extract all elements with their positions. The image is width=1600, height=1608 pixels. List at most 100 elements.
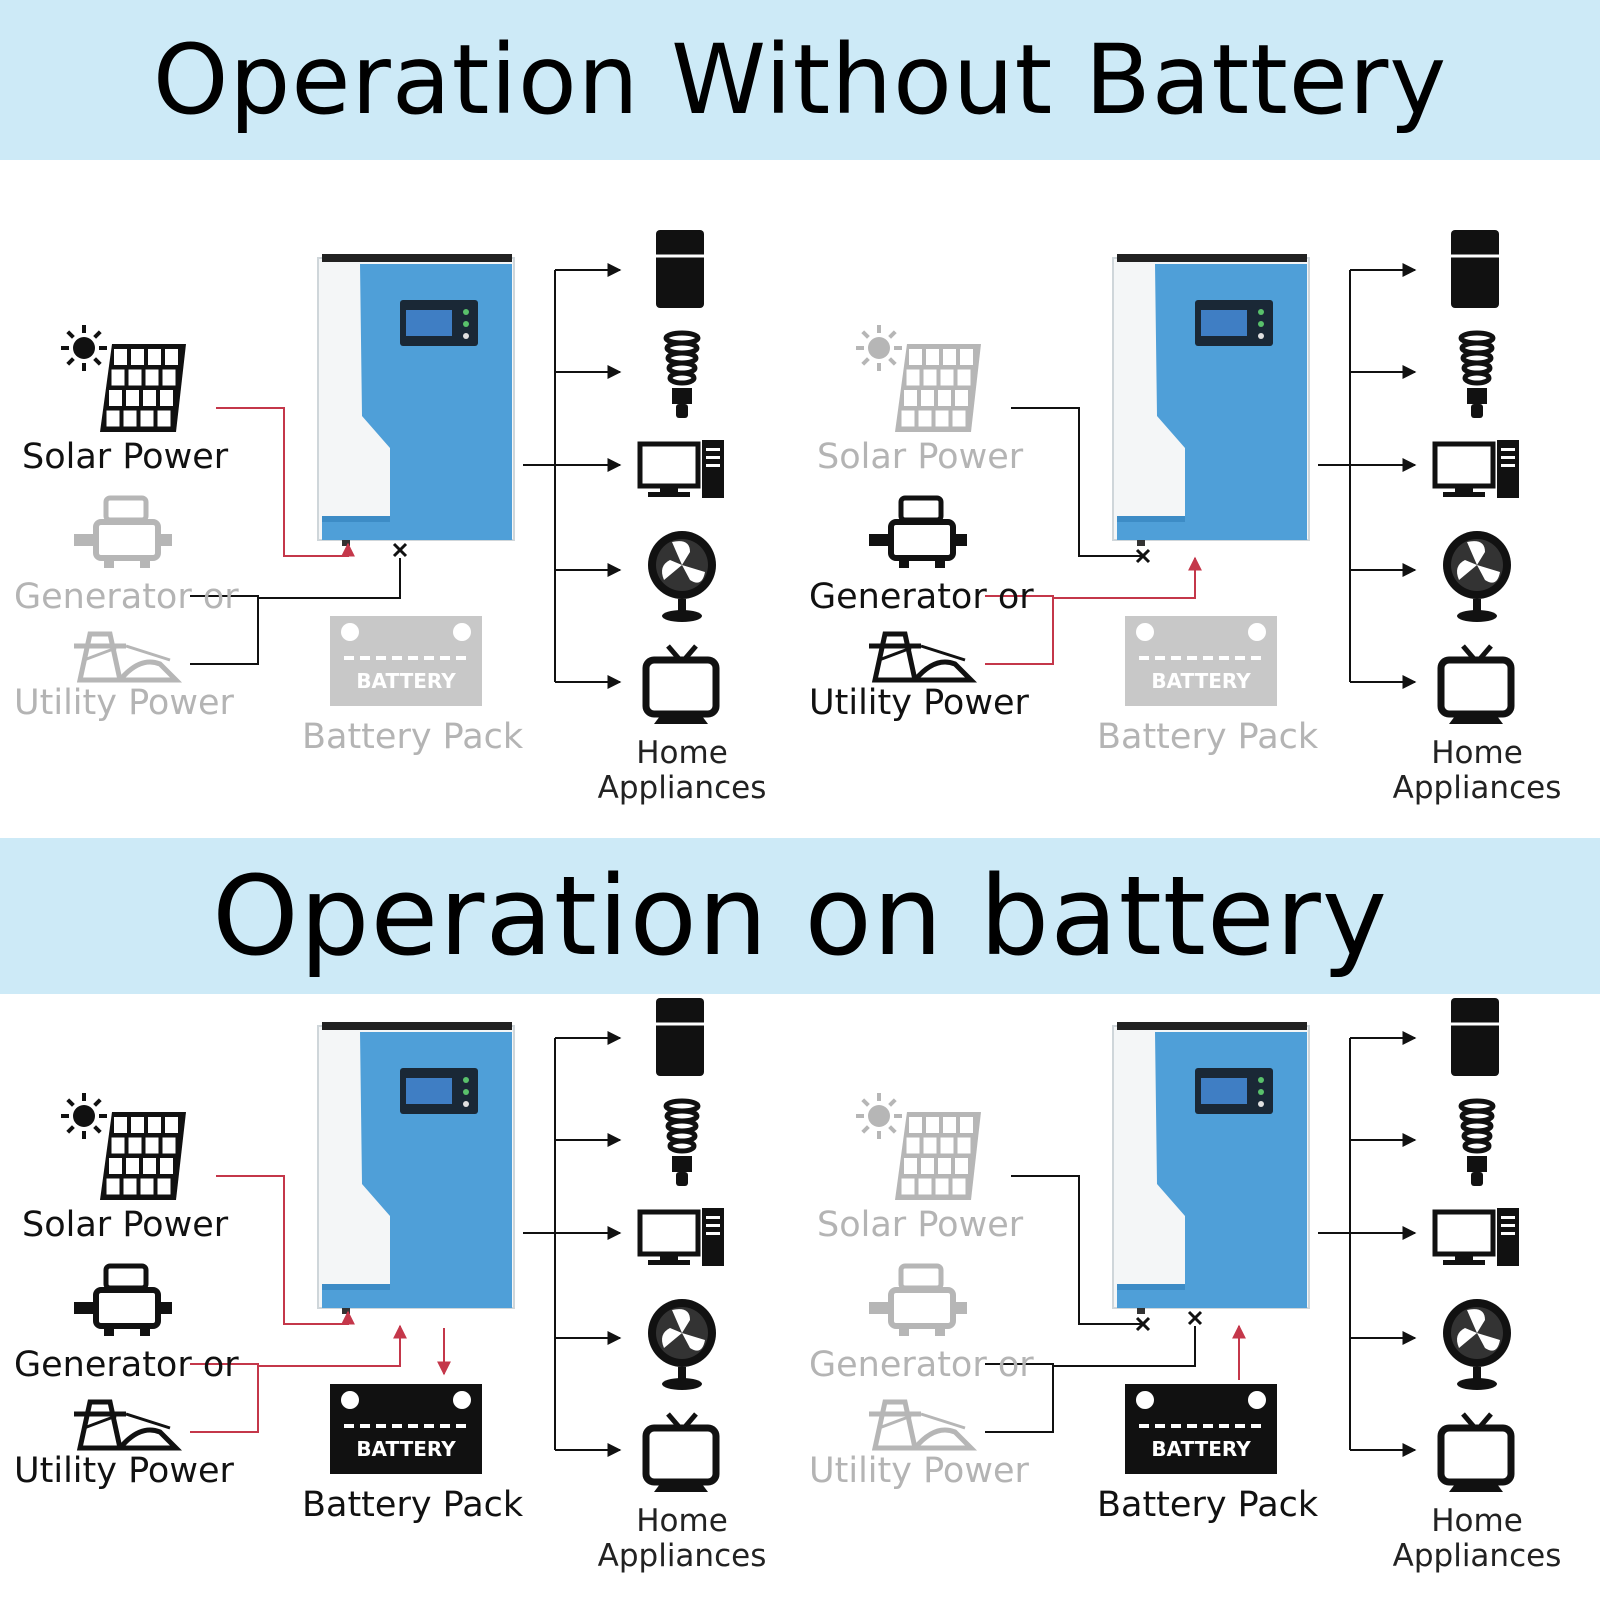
- bulb-icon: [663, 330, 701, 418]
- generator-icon: [74, 495, 172, 568]
- grid-disconnect-mark: [1187, 1310, 1203, 1326]
- generator-label: Generator or: [809, 1345, 1034, 1385]
- fridge-icon: [656, 230, 704, 308]
- inverter-unit: [317, 254, 515, 546]
- computer-icon: [1432, 440, 1519, 498]
- inverter-unit: [1112, 254, 1310, 546]
- fan-icon: [1443, 1299, 1511, 1390]
- grid-disconnect-mark: [392, 542, 408, 558]
- battery-icon: BATTERY: [330, 616, 482, 706]
- tv-icon: [642, 1412, 720, 1492]
- solar-power-label: Solar Power: [22, 437, 229, 477]
- battery-text: BATTERY: [356, 1437, 456, 1461]
- inverter-display: [1195, 300, 1273, 346]
- sun-icon: [856, 325, 902, 371]
- solar-disconnect-mark: [1135, 548, 1151, 564]
- battery-text: BATTERY: [356, 669, 456, 693]
- section-title: Operation on battery: [212, 852, 1388, 980]
- grid-wire: [190, 558, 401, 665]
- utility-power-label: Utility Power: [14, 683, 234, 723]
- sun-icon: [61, 1093, 107, 1139]
- home-line-2: Appliances: [1392, 770, 1562, 806]
- tv-icon: [1437, 644, 1515, 724]
- generator-icon: [74, 1263, 172, 1336]
- inverter-unit: [1112, 1022, 1310, 1314]
- battery-pack-label: Battery Pack: [1097, 1485, 1319, 1525]
- computer-icon: [637, 1208, 724, 1266]
- battery-pack-label: Battery Pack: [302, 1485, 524, 1525]
- solar-panel-icon: [856, 325, 981, 432]
- utility-power-label: Utility Power: [809, 1451, 1029, 1491]
- battery-text: BATTERY: [1151, 669, 1251, 693]
- utility-pylon-icon: [74, 1399, 183, 1451]
- solar-wire: [1011, 1175, 1143, 1325]
- grid-wire: [985, 558, 1195, 665]
- inverter-display: [1195, 1068, 1273, 1114]
- home-line-1: Home: [636, 735, 728, 771]
- generator-label: Generator or: [14, 577, 239, 617]
- section-banner-on-battery: Operation on battery: [0, 838, 1600, 994]
- generator-icon: [869, 495, 967, 568]
- solar-power-label: Solar Power: [22, 1205, 229, 1245]
- utility-power-label: Utility Power: [14, 1451, 234, 1491]
- solar-panel-icon: [61, 1093, 186, 1200]
- inverter-display: [400, 300, 478, 346]
- section-banner-without-battery: Operation Without Battery: [0, 0, 1600, 160]
- battery-pack-label: Battery Pack: [302, 717, 524, 757]
- solar-panel-icon: [61, 325, 186, 432]
- tv-icon: [1437, 1412, 1515, 1492]
- panel-svg: BATTERY: [61, 230, 724, 724]
- battery-text: BATTERY: [1151, 1437, 1251, 1461]
- utility-pylon-icon: [74, 631, 183, 683]
- bulb-icon: [1458, 1098, 1496, 1186]
- utility-pylon-icon: [869, 1399, 978, 1451]
- sun-icon: [856, 1093, 902, 1139]
- solar-disconnect-mark: [1135, 1316, 1151, 1332]
- bulb-icon: [1458, 330, 1496, 418]
- grid-wire: [190, 1326, 400, 1433]
- inverter-unit: [317, 1022, 515, 1314]
- computer-icon: [637, 440, 724, 498]
- home-line-1: Home: [1431, 735, 1523, 771]
- inverter-display: [400, 1068, 478, 1114]
- solar-wire: [216, 1175, 355, 1325]
- fan-icon: [648, 1299, 716, 1390]
- panel-svg: BATTERY: [856, 230, 1519, 724]
- generator-icon: [869, 1263, 967, 1336]
- home-line-1: Home: [636, 1503, 728, 1539]
- generator-label: Generator or: [809, 577, 1034, 617]
- battery-icon: BATTERY: [1125, 1384, 1277, 1474]
- home-line-2: Appliances: [597, 1538, 767, 1574]
- utility-pylon-icon: [869, 631, 978, 683]
- battery-pack-label: Battery Pack: [1097, 717, 1319, 757]
- fridge-icon: [1451, 230, 1499, 308]
- computer-icon: [1432, 1208, 1519, 1266]
- generator-label: Generator or: [14, 1345, 239, 1385]
- tv-icon: [642, 644, 720, 724]
- panel-svg: BATTERY: [61, 998, 724, 1492]
- panel-svg: BATTERY: [856, 998, 1519, 1492]
- battery-icon: BATTERY: [1125, 616, 1277, 706]
- solar-power-label: Solar Power: [817, 1205, 1024, 1245]
- utility-power-label: Utility Power: [809, 683, 1029, 723]
- home-line-2: Appliances: [1392, 1538, 1562, 1574]
- solar-power-label: Solar Power: [817, 437, 1024, 477]
- sun-icon: [61, 325, 107, 371]
- home-line-1: Home: [1431, 1503, 1523, 1539]
- grid-wire: [985, 1326, 1196, 1433]
- fridge-icon: [1451, 998, 1499, 1076]
- bulb-icon: [663, 1098, 701, 1186]
- solar-panel-icon: [856, 1093, 981, 1200]
- solar-wire: [1011, 407, 1143, 557]
- section-title: Operation Without Battery: [152, 24, 1448, 136]
- fridge-icon: [656, 998, 704, 1076]
